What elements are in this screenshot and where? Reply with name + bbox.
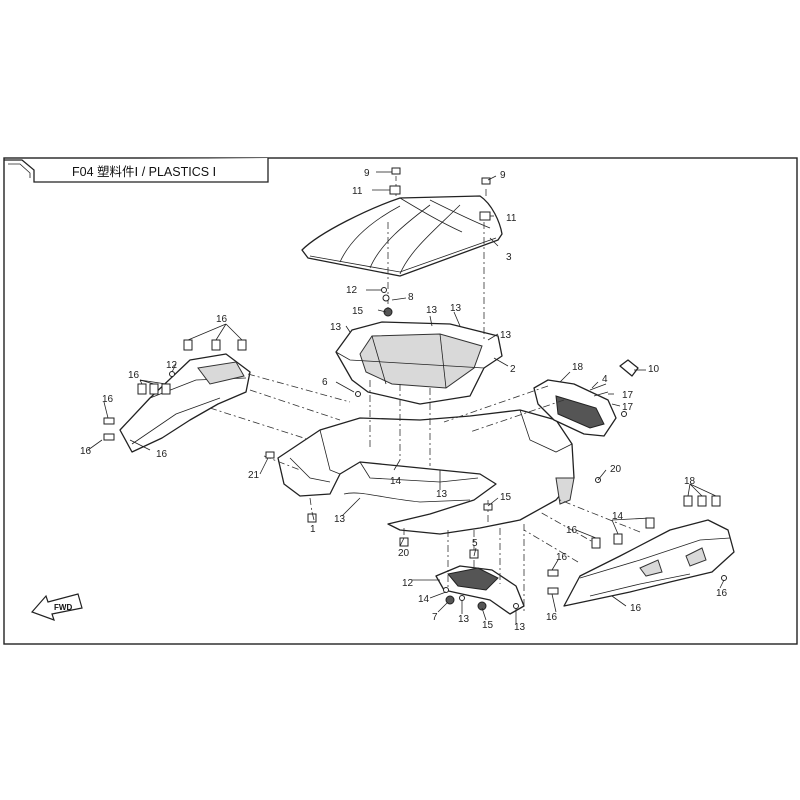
callout-10: 10 bbox=[648, 364, 660, 375]
callout-3: 3 bbox=[506, 252, 512, 263]
callout-13: 13 bbox=[334, 514, 346, 525]
callout-2: 2 bbox=[510, 364, 516, 375]
callout-16: 16 bbox=[716, 588, 728, 599]
callout-13: 13 bbox=[450, 303, 462, 314]
callout-15: 15 bbox=[500, 492, 512, 503]
callout-16: 16 bbox=[80, 446, 92, 457]
callout-16: 16 bbox=[216, 314, 228, 325]
callout-9: 9 bbox=[364, 168, 370, 179]
part-21-clip bbox=[619, 359, 639, 377]
callout-7: 7 bbox=[432, 612, 438, 623]
title-tab bbox=[4, 158, 269, 183]
callout-12: 12 bbox=[346, 285, 358, 296]
callout-20: 20 bbox=[610, 464, 622, 475]
callout-15: 15 bbox=[352, 306, 364, 317]
callout-16: 16 bbox=[556, 552, 568, 563]
callout-13: 13 bbox=[436, 489, 448, 500]
part-6-left-side-panel bbox=[119, 353, 251, 453]
callout-20: 20 bbox=[398, 548, 410, 559]
callout-18: 18 bbox=[572, 362, 584, 373]
callout-16: 16 bbox=[128, 370, 140, 381]
callout-16: 16 bbox=[102, 394, 114, 405]
part-17-rod bbox=[589, 383, 609, 397]
callout-16: 16 bbox=[156, 449, 168, 460]
title-tab-inner bbox=[8, 163, 31, 178]
callout-16: 16 bbox=[630, 603, 642, 614]
callout-13: 13 bbox=[514, 622, 526, 633]
part-7-front-guard bbox=[435, 565, 525, 615]
title-text: 塑料件Ⅰ / PLASTICS Ⅰ bbox=[97, 164, 216, 179]
callout-17: 17 bbox=[622, 390, 634, 401]
callout-4: 4 bbox=[602, 374, 608, 385]
title-code: F04 bbox=[72, 165, 94, 179]
leader-lines bbox=[87, 171, 725, 624]
callout-18: 18 bbox=[684, 476, 696, 487]
callout-14: 14 bbox=[418, 594, 430, 605]
callout-13: 13 bbox=[500, 330, 512, 341]
part-4-rear-cover bbox=[533, 379, 617, 437]
part-5-right-side-panel bbox=[563, 519, 735, 607]
callout-1: 1 bbox=[310, 524, 316, 535]
callout-11: 11 bbox=[506, 213, 517, 224]
guide-lines bbox=[209, 176, 641, 612]
callout-5: 5 bbox=[472, 538, 478, 549]
callout-12: 12 bbox=[402, 578, 414, 589]
callout-17: 17 bbox=[622, 402, 634, 413]
callout-14: 14 bbox=[612, 511, 624, 522]
callout-13: 13 bbox=[330, 322, 342, 333]
fwd-arrow-icon: FWD bbox=[30, 593, 83, 621]
page-title: F04 塑料件Ⅰ / PLASTICS Ⅰ bbox=[72, 164, 216, 179]
diagram-border bbox=[3, 157, 798, 645]
callout-9: 9 bbox=[500, 170, 506, 181]
part-1-main-body bbox=[277, 409, 575, 535]
callout-12: 12 bbox=[166, 360, 178, 371]
fwd-label: FWD bbox=[54, 603, 72, 612]
callout-13: 13 bbox=[426, 305, 438, 316]
callout-6: 6 bbox=[322, 377, 328, 388]
part-3-top-cover bbox=[301, 195, 503, 277]
callout-21: 21 bbox=[248, 470, 260, 481]
callout-14: 14 bbox=[390, 476, 402, 487]
part-2-storage-tub bbox=[335, 321, 503, 405]
callout-16: 16 bbox=[546, 612, 558, 623]
callout-15: 15 bbox=[482, 620, 494, 631]
callout-13: 13 bbox=[458, 614, 470, 625]
callout-8: 8 bbox=[408, 292, 414, 303]
callout-11: 11 bbox=[352, 186, 363, 197]
fasteners bbox=[103, 167, 727, 611]
callout-16: 16 bbox=[566, 525, 578, 536]
